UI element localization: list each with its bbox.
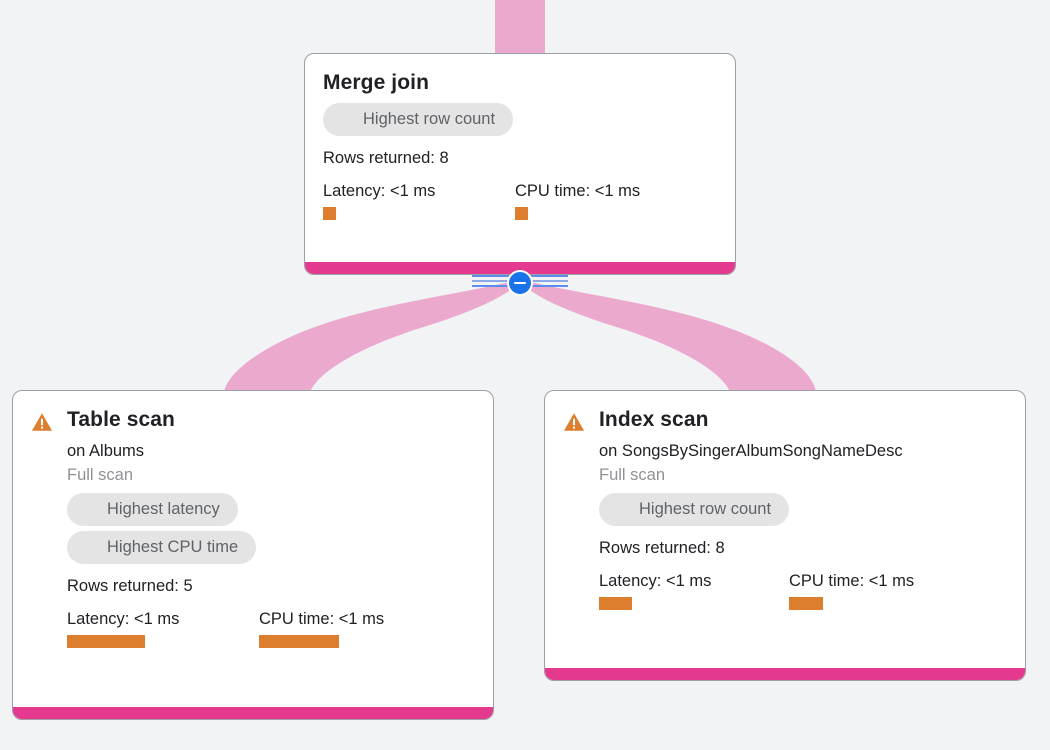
merge-join-footer-bar bbox=[305, 262, 735, 274]
metric-cpu-time-bar bbox=[515, 207, 528, 220]
merge-join-metrics: Latency: <1 ms CPU time: <1 ms bbox=[323, 181, 717, 220]
metric-cpu-time-label: CPU time: <1 ms bbox=[515, 182, 641, 200]
index-scan-metrics: Latency: <1 ms CPU time: <1 ms bbox=[599, 571, 1007, 610]
badge-highest-row-count: Highest row count bbox=[323, 103, 514, 136]
badge-highest-latency: Highest latency bbox=[67, 493, 238, 526]
metric-latency: Latency: <1 ms bbox=[67, 609, 259, 648]
table-scan-body: Table scan on Albums Full scan Highest l… bbox=[13, 391, 493, 658]
merge-join-rows-returned: Rows returned: 8 bbox=[323, 149, 449, 167]
plan-node-title: Index scan bbox=[599, 408, 709, 431]
index-scan-body: Index scan on SongsBySingerAlbumSongName… bbox=[545, 391, 1025, 620]
metric-latency-bar bbox=[67, 635, 145, 648]
metric-latency: Latency: <1 ms bbox=[323, 181, 515, 220]
warning-triangle-icon bbox=[31, 413, 53, 431]
collapse-node-button[interactable] bbox=[507, 270, 533, 296]
table-scan-scan-type: Full scan bbox=[67, 466, 134, 484]
plan-node-title: Table scan bbox=[67, 408, 175, 431]
metric-cpu-time-bar bbox=[259, 635, 339, 648]
index-scan-footer-bar bbox=[545, 668, 1025, 680]
metric-cpu-time-bar bbox=[789, 597, 823, 610]
plan-node-merge-join[interactable]: Merge join Highest row count Rows return… bbox=[304, 53, 736, 275]
index-scan-subtitle: on SongsBySingerAlbumSongNameDesc bbox=[599, 442, 903, 460]
index-scan-details: on SongsBySingerAlbumSongNameDesc Full s… bbox=[599, 440, 1007, 610]
merge-join-chips: Highest row count bbox=[323, 103, 717, 141]
metric-latency-label: Latency: <1 ms bbox=[67, 610, 180, 628]
metric-cpu-time: CPU time: <1 ms bbox=[515, 181, 640, 220]
index-scan-rows-returned: Rows returned: 8 bbox=[599, 539, 725, 557]
merge-join-title-row: Merge join bbox=[323, 70, 717, 96]
badge-highest-cpu-time: Highest CPU time bbox=[67, 531, 257, 564]
warning-triangle-icon bbox=[563, 413, 585, 431]
metric-latency: Latency: <1 ms bbox=[599, 571, 789, 610]
metric-latency-label: Latency: <1 ms bbox=[599, 572, 712, 590]
metric-cpu-time-label: CPU time: <1 ms bbox=[789, 572, 915, 590]
index-scan-title-row: Index scan bbox=[563, 407, 1007, 433]
minus-icon bbox=[514, 281, 526, 285]
metric-cpu-time: CPU time: <1 ms bbox=[789, 571, 914, 610]
table-scan-rows-returned: Rows returned: 5 bbox=[67, 577, 193, 595]
table-scan-chips: Highest latency Highest CPU time bbox=[67, 493, 475, 569]
table-scan-metrics: Latency: <1 ms CPU time: <1 ms bbox=[67, 609, 475, 648]
table-scan-footer-bar bbox=[13, 707, 493, 719]
metric-cpu-time-label: CPU time: <1 ms bbox=[259, 610, 385, 628]
table-scan-title-row: Table scan bbox=[31, 407, 475, 433]
edge-incoming-merge-join bbox=[495, 0, 545, 53]
table-scan-subtitle: on Albums bbox=[67, 442, 145, 460]
metric-cpu-time: CPU time: <1 ms bbox=[259, 609, 384, 648]
plan-node-title: Merge join bbox=[323, 71, 430, 94]
edge-merge-join-to-table-scan bbox=[224, 282, 516, 392]
plan-node-index-scan[interactable]: Index scan on SongsBySingerAlbumSongName… bbox=[544, 390, 1026, 681]
table-scan-details: on Albums Full scan Highest latency High… bbox=[67, 440, 475, 648]
index-scan-chips: Highest row count bbox=[599, 493, 1007, 531]
metric-latency-bar bbox=[323, 207, 336, 220]
badge-highest-row-count: Highest row count bbox=[599, 493, 790, 526]
index-scan-scan-type: Full scan bbox=[599, 466, 666, 484]
merge-join-body: Merge join Highest row count Rows return… bbox=[305, 54, 735, 230]
edge-merge-join-to-index-scan bbox=[524, 282, 816, 392]
plan-node-table-scan[interactable]: Table scan on Albums Full scan Highest l… bbox=[12, 390, 494, 720]
metric-latency-bar bbox=[599, 597, 632, 610]
metric-latency-label: Latency: <1 ms bbox=[323, 182, 436, 200]
